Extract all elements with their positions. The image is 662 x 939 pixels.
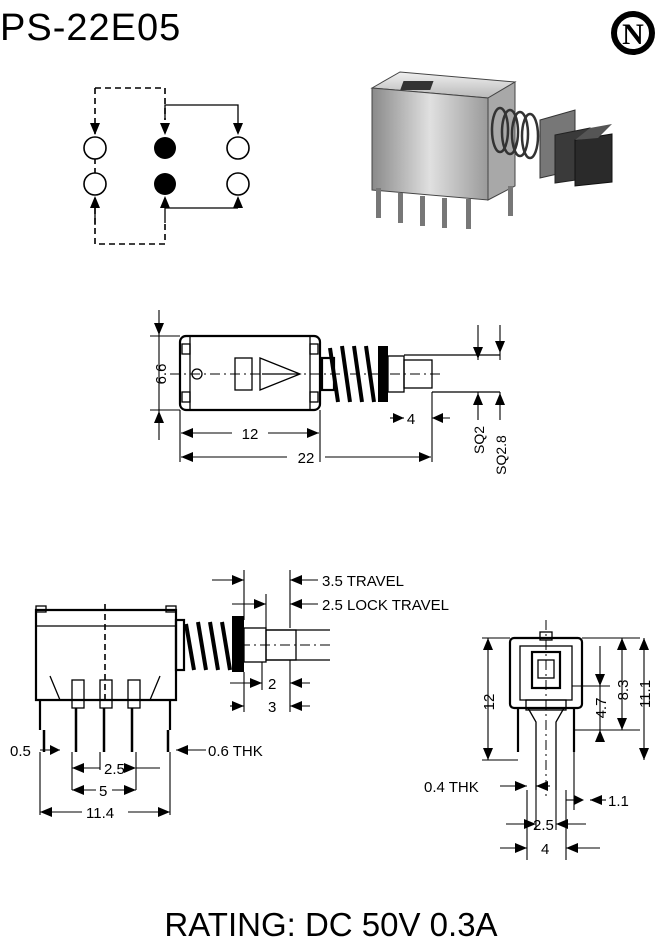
dim-shaft-length: 4 bbox=[407, 411, 415, 428]
dim-lug-offset: 1.1 bbox=[608, 793, 629, 810]
dim-pin-pitch: 2.5 bbox=[104, 761, 125, 778]
dim-row-span: 5 bbox=[99, 783, 107, 800]
dim-11-1: 11.1 bbox=[637, 680, 654, 708]
end-view-drawing: 12 4.7 8.3 11.1 0.4 THK 1.1 bbox=[424, 620, 654, 860]
contact-open bbox=[226, 172, 250, 196]
dim-shaft-sq-large: SQ2.8 bbox=[493, 435, 509, 475]
dim-2: 2 bbox=[268, 676, 276, 693]
dim-end-width: 4 bbox=[541, 841, 549, 858]
dim-lock-travel: 2.5 LOCK TRAVEL bbox=[322, 597, 449, 614]
part-number-title: PS-22E05 bbox=[0, 7, 181, 49]
brand-logo: N bbox=[611, 11, 655, 55]
dim-8-3: 8.3 bbox=[615, 680, 632, 701]
dim-body-length: 12 bbox=[242, 426, 259, 443]
contact-open bbox=[83, 172, 107, 196]
rating-text: RATING: DC 50V 0.3A bbox=[164, 906, 497, 939]
contact-common bbox=[154, 137, 176, 159]
logo-letter: N bbox=[622, 18, 644, 51]
dim-4-7: 4.7 bbox=[593, 698, 610, 719]
contact-common bbox=[154, 173, 176, 195]
dim-width: 11.4 bbox=[86, 805, 114, 822]
dim-terminal-thk: 0.6 THK bbox=[208, 743, 263, 760]
dim-3: 3 bbox=[268, 699, 276, 716]
dim-end-pitch: 2.5 bbox=[533, 817, 554, 834]
side-view-drawing: 6.6 12 22 4 SQ2 SQ2.8 bbox=[150, 310, 509, 475]
dim-end-height: 12 bbox=[481, 694, 498, 711]
dim-pin-width: 0.5 bbox=[10, 743, 31, 760]
dim-shaft-sq-small: SQ2 bbox=[471, 426, 487, 454]
switch-illustration bbox=[370, 71, 613, 229]
dim-total-length: 22 bbox=[298, 450, 315, 467]
contact-open bbox=[226, 136, 250, 160]
contact-schematic bbox=[83, 87, 250, 245]
front-view-drawing: 3.5 TRAVEL 2.5 LOCK TRAVEL 2 3 0.5 2 bbox=[10, 570, 449, 822]
dim-travel: 3.5 TRAVEL bbox=[322, 573, 404, 590]
contact-open bbox=[83, 136, 107, 160]
dim-lug-thk: 0.4 THK bbox=[424, 779, 479, 796]
dim-height: 6.6 bbox=[153, 364, 170, 385]
